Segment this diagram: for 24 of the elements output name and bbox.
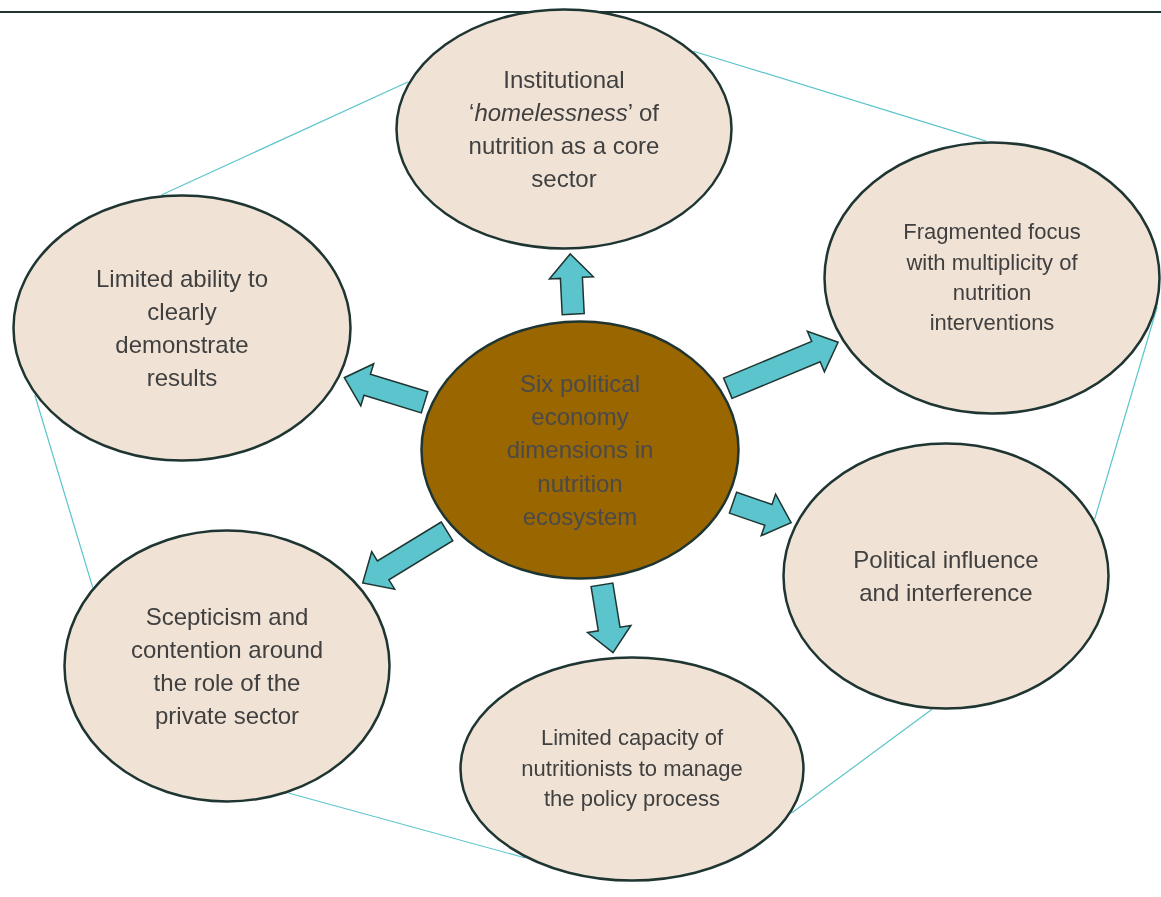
connector-line <box>790 708 933 814</box>
node-text: Fragmented focus with multiplicity of nutrition interventions <box>902 218 1082 338</box>
node-text: Six political economy dimensions in nutrition ecosystem <box>505 369 655 532</box>
block-arrow <box>722 329 840 400</box>
connector-line <box>160 81 409 196</box>
ellipse-node <box>12 194 352 462</box>
block-arrow <box>343 362 429 414</box>
ellipse-node <box>823 141 1161 415</box>
node-text: Political influence and interference <box>852 544 1040 608</box>
ellipse-node <box>420 320 740 580</box>
block-arrow <box>728 491 793 538</box>
block-arrow <box>547 252 596 316</box>
ellipse-node <box>782 442 1110 710</box>
node-text: Limited capacity of nutritionists to manage the policy process <box>520 724 744 814</box>
node-text: Limited ability to clearly demonstrate results <box>94 263 270 394</box>
block-arrow <box>585 582 633 654</box>
ellipse-node <box>459 656 805 882</box>
connector-line <box>34 394 94 588</box>
ellipse-node <box>395 8 733 250</box>
block-arrow <box>361 520 454 591</box>
node-text: Scepticism and contention around the role of the private sector <box>129 601 325 732</box>
connector-line <box>692 50 987 142</box>
ellipse-node <box>63 529 391 803</box>
node-text: Institutional ‘homelessness’ of nutrition as a core sector <box>467 64 661 195</box>
